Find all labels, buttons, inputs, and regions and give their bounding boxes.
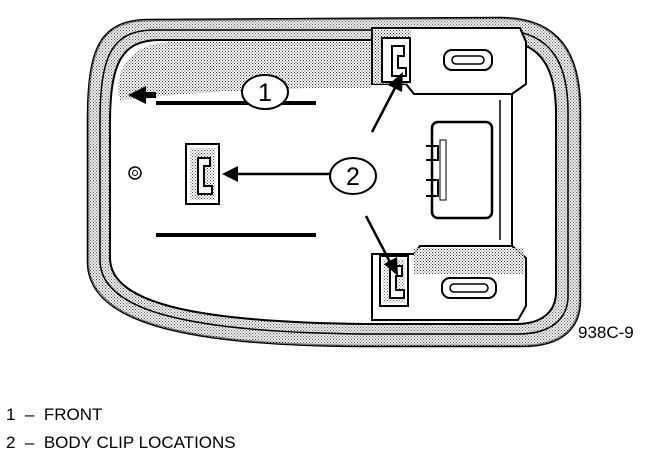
legend-item-text: BODY CLIP LOCATIONS	[43, 433, 236, 452]
legend-item-number: 1	[6, 405, 16, 424]
lower-rib	[156, 233, 316, 237]
leader-arrow-upper-clip	[370, 72, 403, 133]
legend-item-text: FRONT	[43, 405, 103, 424]
callout-2-number: 2	[346, 163, 360, 191]
leader-arrow-lower-clip	[364, 215, 398, 276]
legend-item-body-clip-locations: 2 – BODY CLIP LOCATIONS	[6, 429, 236, 457]
housing-inner-lip	[99, 29, 569, 335]
legend-item-separator: –	[24, 433, 35, 452]
callout-2: 2	[329, 157, 377, 195]
legend-item-separator: –	[24, 405, 35, 424]
upper-body-clip	[381, 37, 411, 83]
legend: 1 – FRONT 2 – BODY CLIP LOCATIONS	[6, 401, 236, 457]
lower-body-clip	[379, 255, 409, 307]
leader-arrow-center-clip	[222, 166, 330, 182]
upper-rib	[156, 101, 316, 105]
center-body-clip	[185, 143, 220, 205]
front-arrow-icon	[128, 86, 156, 104]
callout-1-number: 1	[258, 79, 272, 107]
figure-id: 938C-9	[578, 323, 634, 342]
lower-right-bracket	[371, 245, 527, 321]
legend-item-front: 1 – FRONT	[6, 401, 236, 429]
locator-hole	[128, 166, 142, 180]
upper-shading	[118, 42, 372, 100]
center-right-boss	[426, 120, 494, 220]
legend-item-number: 2	[6, 433, 16, 452]
callout-1: 1	[241, 74, 289, 110]
